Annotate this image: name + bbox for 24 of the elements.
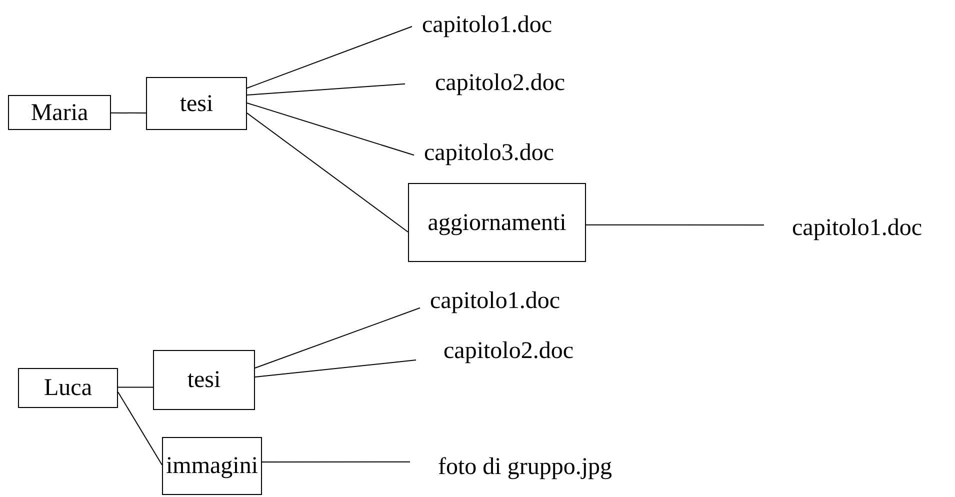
connector-line — [254, 360, 416, 378]
folder-box: tesi — [153, 350, 255, 410]
folder-box: Luca — [18, 368, 118, 408]
connector-line — [118, 392, 162, 466]
connector-line — [254, 307, 420, 368]
connector-line — [246, 102, 414, 156]
file-name: capitolo2.doc — [416, 336, 601, 366]
file-name: capitolo2.doc — [405, 68, 595, 98]
file-name: capitolo3.doc — [414, 138, 564, 168]
connector-line — [246, 26, 412, 89]
file-name: foto di gruppo.jpg — [410, 452, 640, 482]
file-name: capitolo1.doc — [764, 213, 950, 243]
file-name: capitolo1.doc — [420, 286, 570, 316]
connector-line — [262, 461, 410, 462]
connector-line — [118, 386, 154, 388]
connector-line — [246, 112, 408, 232]
folder-box: aggiornamenti — [408, 183, 586, 262]
folder-box: Maria — [8, 95, 111, 130]
folder-box: immagini — [162, 437, 262, 495]
file-name: capitolo1.doc — [412, 10, 562, 40]
connector-line — [246, 83, 406, 96]
connector-line — [586, 224, 764, 226]
folder-box: tesi — [146, 77, 247, 130]
connector-line — [110, 112, 146, 114]
